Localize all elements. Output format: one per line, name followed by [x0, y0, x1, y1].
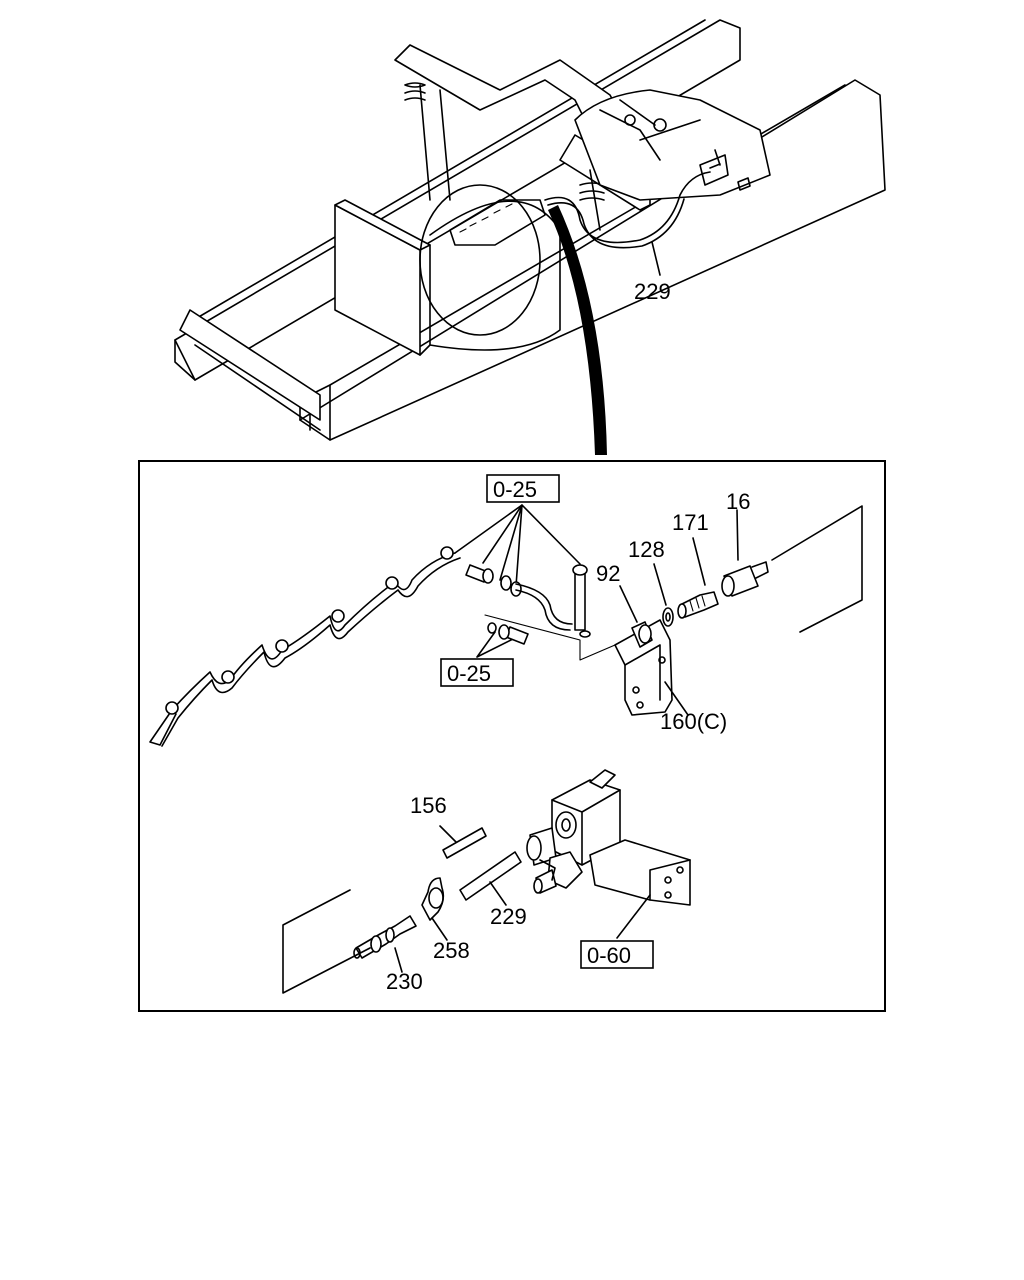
break-line-upper	[771, 505, 863, 633]
callout-92: 92	[596, 561, 620, 586]
fittings-center	[465, 564, 616, 661]
ref-box-060: 0-60	[580, 940, 654, 969]
clamp-258	[421, 877, 448, 941]
callout-258: 258	[433, 938, 470, 963]
fitting-230	[353, 915, 417, 973]
callout-156: 156	[410, 793, 447, 818]
pin-156	[439, 825, 487, 859]
callout-229-top: 229	[634, 279, 671, 304]
washer-128	[653, 563, 674, 627]
break-line-lower	[282, 889, 371, 994]
callout-229-bottom: 229	[490, 904, 527, 929]
chassis-overview	[174, 19, 886, 455]
connector-16	[721, 509, 769, 597]
nut-92	[619, 585, 653, 648]
svg-text:0-25: 0-25	[493, 477, 537, 502]
callout-230: 230	[386, 969, 423, 994]
pipe-with-clips	[149, 546, 461, 747]
callout-171: 171	[672, 510, 709, 535]
valve-assembly	[526, 769, 691, 939]
hose-229	[459, 851, 522, 906]
svg-text:0-25: 0-25	[447, 661, 491, 686]
callout-16: 16	[726, 489, 750, 514]
zoom-arrow	[548, 205, 607, 455]
callout-128: 128	[628, 537, 665, 562]
bracket-160c	[614, 619, 689, 716]
ref-box-025-top: 0-25	[486, 474, 560, 503]
ref-box-025-mid: 0-25	[440, 658, 514, 687]
fitting-171	[677, 537, 719, 619]
callout-160c: 160(C)	[660, 709, 727, 734]
svg-text:0-60: 0-60	[587, 943, 631, 968]
detail-frame	[138, 460, 886, 1012]
